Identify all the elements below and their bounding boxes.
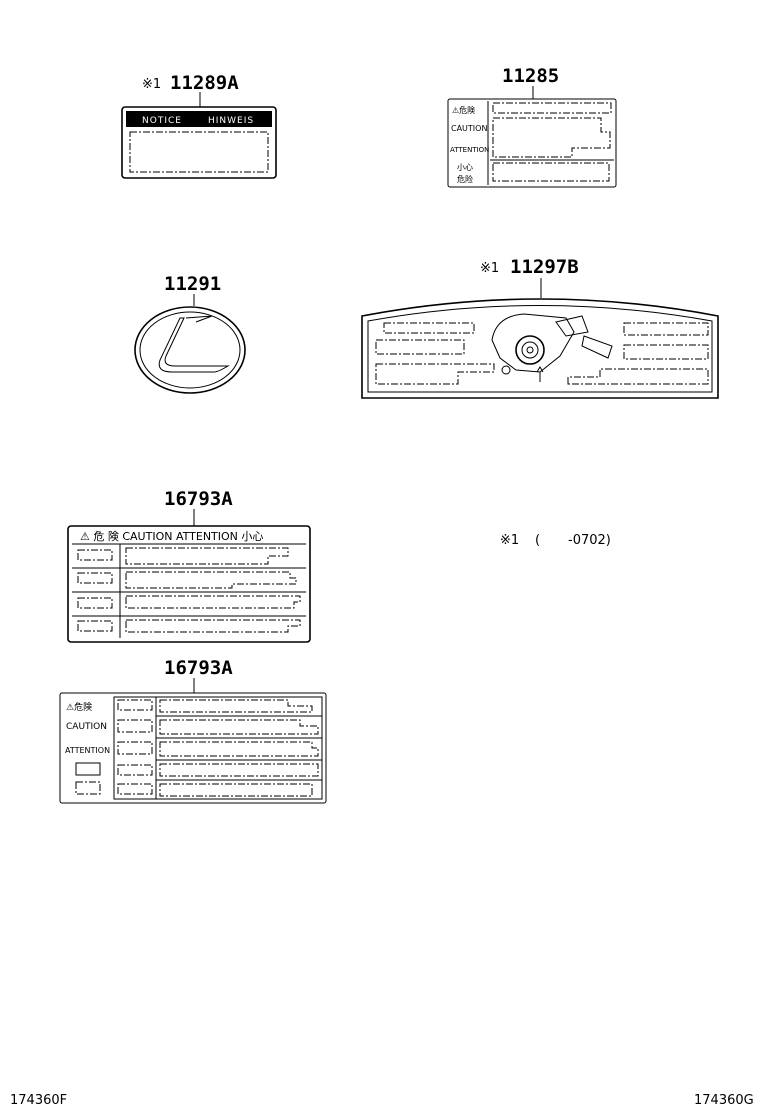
engine-part-illustration [491, 313, 613, 382]
row-attention: ATTENTION [65, 746, 110, 755]
part-number: 16793A [164, 488, 233, 510]
l-mark-icon [158, 317, 230, 373]
row-danger: ⚠危険 [452, 105, 475, 115]
notice-text-area [129, 131, 269, 173]
caution-label-outline [67, 525, 311, 643]
illustration-code-right: 174360G [694, 1093, 754, 1108]
illustration-code-left: 174360F [10, 1093, 67, 1108]
row-danger: ⚠危険 [66, 701, 92, 713]
label-16793a-1: 16793A ⚠ 危 険 CAUTION ATTENTION 小心 [67, 488, 311, 643]
label-16793a-2: 16793A ⚠危険 CAUTION ATTENTION [59, 657, 327, 804]
notice-header-band [126, 111, 272, 127]
row-caution: CAUTION [66, 722, 107, 732]
caution-label-outline [59, 692, 327, 804]
part-number: 11297B [510, 256, 579, 278]
lexus-emblem [134, 306, 246, 394]
footnote-range: -0702) [568, 533, 611, 548]
label-11289a: ※1 11289A NOTICE HINWEIS [121, 72, 277, 179]
hinweis-text: HINWEIS [208, 116, 254, 126]
row-weixian: 危险 [457, 174, 473, 184]
footnote-mark: ※1 [500, 533, 519, 548]
caution-label-outline [447, 98, 617, 188]
part-number: 11285 [502, 65, 559, 87]
notice-label-outline [121, 106, 277, 179]
footnote-mark: ※1 [142, 77, 161, 92]
part-number: 11289A [170, 72, 239, 94]
footnote-open: ( [535, 533, 540, 548]
row-xiaoxin: 小心 [457, 163, 473, 172]
part-number: 16793A [164, 657, 233, 679]
footnote-mark: ※1 [480, 261, 499, 276]
row-caution: CAUTION [451, 124, 487, 133]
header-text: ⚠ 危 険 CAUTION ATTENTION 小心 [80, 530, 263, 543]
row-attention: ATTENTION [450, 146, 489, 154]
footnote: ※1 ( -0702) [500, 533, 611, 548]
label-11297b: ※1 11297B [361, 256, 719, 399]
part-number: 11291 [164, 273, 221, 295]
engine-label-outline [361, 298, 719, 399]
emblem-11291: 11291 [134, 273, 246, 394]
notice-text: NOTICE [142, 116, 182, 126]
label-11285: 11285 ⚠危険 CAUTION ATTENTION 小心 危险 [447, 65, 617, 188]
